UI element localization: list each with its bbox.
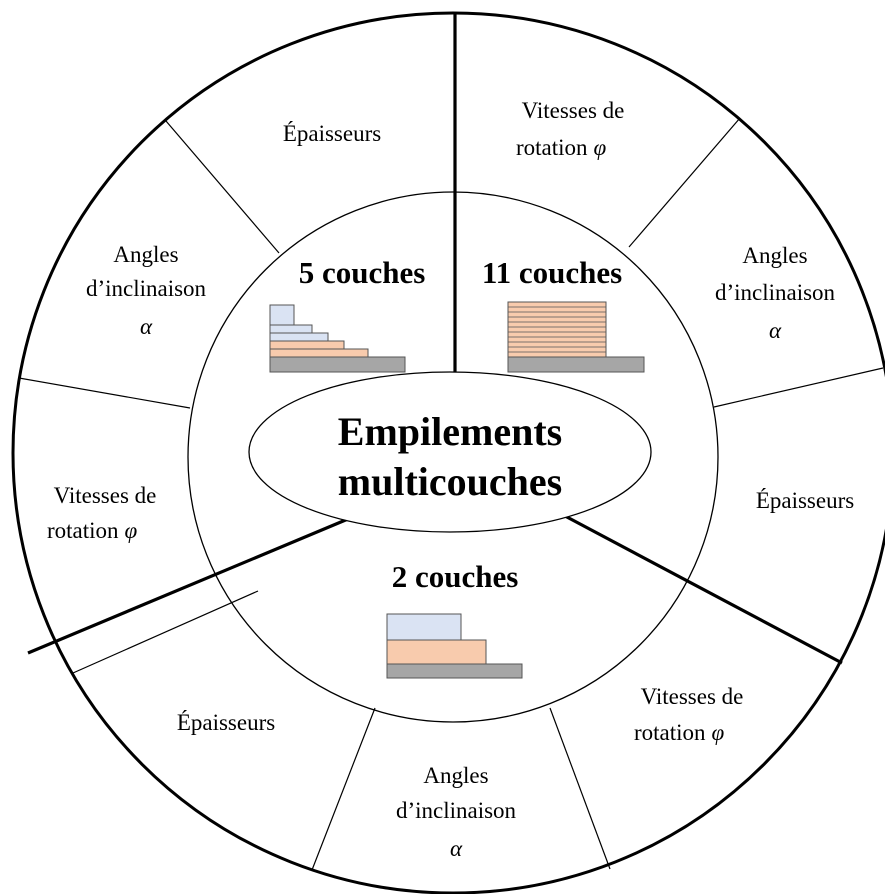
sector-title-5-layers: 5 couches xyxy=(299,255,426,290)
label-epaisseurs-11: Épaisseurs xyxy=(756,488,854,513)
eleven-layer-stack-icon xyxy=(507,301,645,373)
label-vitesses-2-line2: rotation xyxy=(634,720,706,745)
center-title-line1: Empilements xyxy=(338,409,562,454)
center-title-line2: multicouches xyxy=(338,459,562,504)
outer-ring-dividers xyxy=(18,117,884,871)
eleven-layer-stripes xyxy=(508,306,606,353)
label-angles-11-line1: Angles xyxy=(742,243,807,268)
inner-circle xyxy=(187,191,719,723)
label-vitesses-11-line2: rotation xyxy=(516,135,588,160)
alpha-symbol-2: α xyxy=(450,836,463,861)
label-vitesses-11-line1: Vitesses de xyxy=(522,98,625,123)
center-ellipse xyxy=(248,371,652,533)
alpha-symbol-11: α xyxy=(769,318,782,343)
label-angles-5-line1: Angles xyxy=(113,242,178,267)
label-epaisseurs-5: Épaisseurs xyxy=(283,121,381,146)
five-layer-stack-icon xyxy=(269,304,406,373)
sector-title-11-layers: 11 couches xyxy=(482,255,622,290)
label-epaisseurs-2: Épaisseurs xyxy=(177,710,275,735)
label-angles-2-line2: d’inclinaison xyxy=(396,798,517,823)
phi-symbol-5: φ xyxy=(125,518,138,543)
phi-symbol-11: φ xyxy=(594,135,607,160)
two-layer-stack-icon xyxy=(386,613,523,679)
label-vitesses-2-line1: Vitesses de xyxy=(641,684,744,709)
alpha-symbol-5: α xyxy=(140,314,153,339)
label-vitesses-5-line1: Vitesses de xyxy=(54,483,157,508)
phi-symbol-2: φ xyxy=(712,720,725,745)
label-angles-11-line2: d’inclinaison xyxy=(715,280,836,305)
label-angles-5-line2: d’inclinaison xyxy=(86,276,207,301)
label-angles-2-line1: Angles xyxy=(423,763,488,788)
sector-dividers xyxy=(27,13,843,665)
sector-title-2-layers: 2 couches xyxy=(392,559,519,594)
label-vitesses-5-line2: rotation xyxy=(47,518,119,543)
